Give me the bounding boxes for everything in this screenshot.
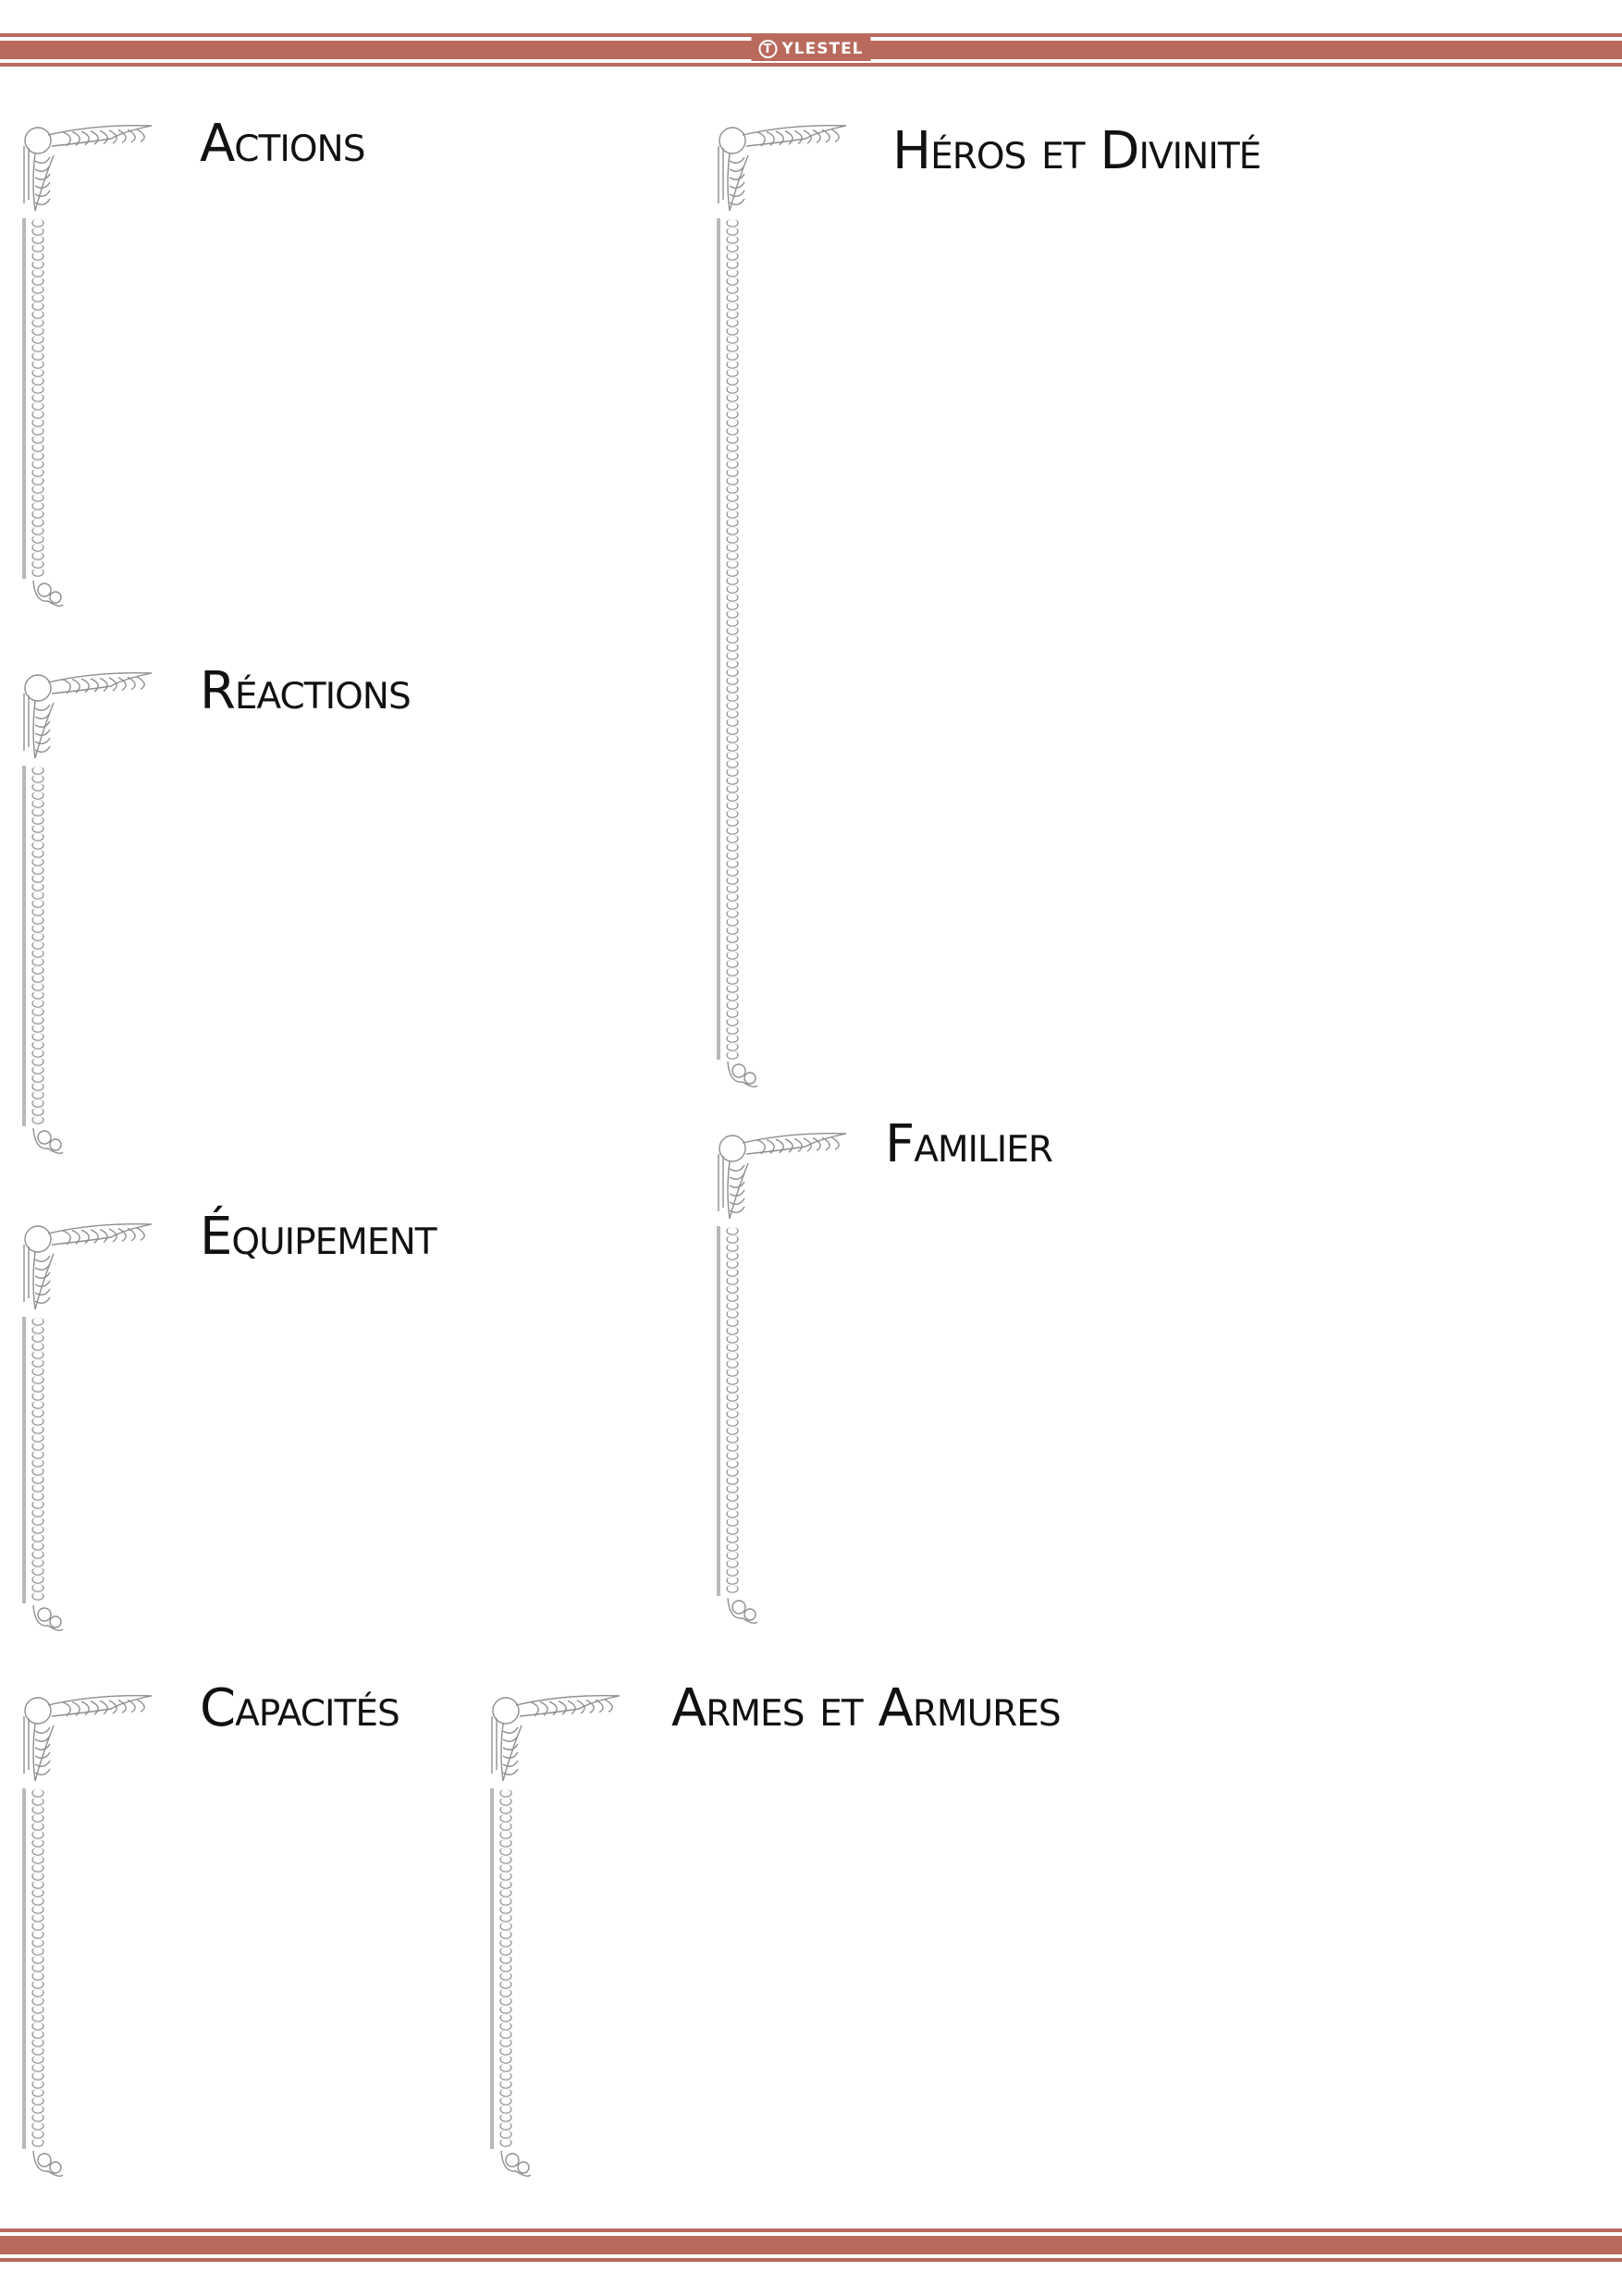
section-capacites: Capacités: [22, 1683, 466, 2188]
brand-mark-icon: T: [758, 40, 778, 58]
section-title-actions: Actions: [200, 114, 365, 174]
section-reactions: Réactions: [22, 666, 485, 1165]
brand-logo: T YLESTEL: [751, 37, 871, 61]
winged-chain-frame-icon: [717, 125, 847, 1088]
winged-chain-frame-icon: [22, 1695, 153, 2178]
winged-chain-frame-icon: [22, 1223, 153, 1632]
section-title-reactions: Réactions: [200, 661, 412, 721]
brand-name: YLESTEL: [781, 40, 864, 58]
winged-chain-frame-icon: [22, 125, 153, 608]
section-actions: Actions: [22, 118, 485, 618]
section-title-heros: Héros et Divinité: [892, 121, 1261, 181]
section-armes: Armes et Armures: [490, 1683, 1230, 2188]
section-title-equipement: Équipement: [200, 1207, 437, 1267]
section-title-familier: Familier: [885, 1114, 1053, 1174]
section-title-capacites: Capacités: [200, 1678, 400, 1738]
section-heros: Héros et Divinité: [717, 118, 1456, 1099]
section-title-armes: Armes et Armures: [671, 1678, 1062, 1738]
winged-chain-frame-icon: [22, 672, 153, 1155]
section-familier: Familier: [717, 1119, 1272, 1635]
footer-band: [0, 2228, 1622, 2262]
section-equipement: Équipement: [22, 1211, 485, 1642]
winged-chain-frame-icon: [490, 1695, 621, 2178]
winged-chain-frame-icon: [717, 1133, 847, 1625]
